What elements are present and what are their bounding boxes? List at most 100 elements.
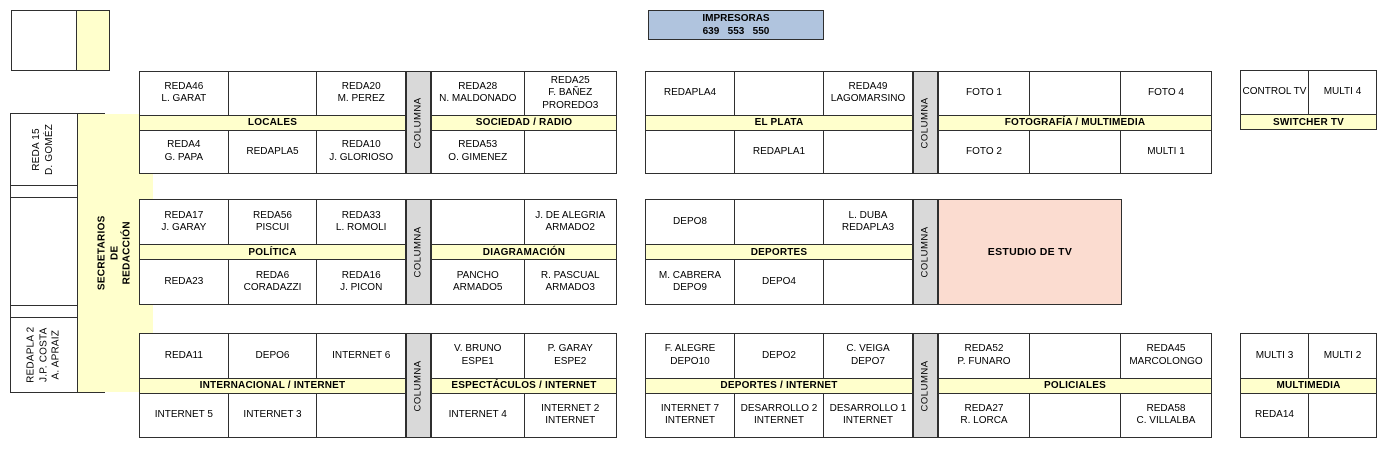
desk-row: DEPO8 L. DUBA REDAPLA3: [646, 200, 912, 244]
left-spacer-bottom: [11, 306, 77, 318]
desk-row: INTERNET 7 INTERNET DESARROLLO 2 INTERNE…: [646, 393, 912, 437]
desk-cell: INTERNET 5: [154, 409, 213, 420]
section-header-internacional-internet: INTERNACIONAL / INTERNET: [140, 377, 405, 394]
desk-cell: [432, 200, 524, 244]
desk-cell: REDA46 L. GARAT: [161, 80, 207, 105]
columna-pillar: COLUMNA: [913, 333, 938, 438]
columna-label: COLUMNA: [412, 96, 424, 149]
secretaries-desk-column: REDA 15 D. GOMÉZ REDAPLA 2 J.P. COSTA A.…: [11, 114, 77, 392]
columna-pillar: COLUMNA: [913, 199, 938, 305]
block-el-plata: REDAPLA4 REDA49 LAGOMARSINO EL PLATA RED…: [645, 71, 913, 174]
printers-box: IMPRESORAS 639 553 550: [648, 10, 824, 40]
tv-studio-label: ESTUDIO DE TV: [987, 246, 1073, 258]
desk-row: REDA52 P. FUNARO REDA45 MARCOLONGO: [939, 334, 1211, 378]
desk-cell: L. DUBA REDAPLA3: [823, 200, 912, 244]
desk-cell: P. GARAY ESPE2: [523, 334, 617, 378]
block-diagramacion: J. DE ALEGRIA ARMADO2 DIAGRAMACIÓN PANCH…: [431, 199, 617, 305]
desk-cell: [1029, 72, 1120, 115]
desk-cell: MULTI 1: [1120, 130, 1211, 173]
desk-cell: [227, 72, 317, 115]
desk-cell: R. PASCUAL ARMADO3: [523, 260, 617, 304]
desk-cell: REDAPLA4: [663, 87, 717, 98]
desk-cell: REDAPLA1: [734, 130, 823, 173]
desk-cell: MULTI 4: [1308, 71, 1376, 114]
desk-cell: REDA52 P. FUNARO: [957, 343, 1011, 367]
desk-cell: REDA17 J. GARAY: [161, 209, 207, 234]
desk-cell: REDA10 J. GLORIOSO: [316, 130, 405, 173]
unlabeled-room-box: [11, 10, 110, 71]
unlabeled-room-yellow-cell: [77, 11, 109, 70]
desk-cell: [1308, 393, 1376, 437]
section-header-fotografia-multimedia: FOTOGRAFÍA / MULTIMEDIA: [939, 114, 1211, 131]
columna-label: COLUMNA: [412, 359, 424, 412]
block-sociedad-radio: REDA28 N. MALDONADO REDA25 F. BAÑEZ PROR…: [431, 71, 617, 174]
section-header-policiales: POLICIALES: [939, 377, 1211, 394]
desk-cell: MULTI 3: [1255, 349, 1294, 361]
desk-cell: M. CABRERA DEPO9: [658, 269, 722, 294]
secretaries-strip-label: SECRETARIOS DE REDACCIÓN: [96, 215, 133, 291]
desk-cell: REDA33 L. ROMOLI: [316, 200, 405, 244]
desk-cell: REDA27 R. LORCA: [960, 402, 1008, 427]
block-politica: REDA17 J. GARAY REDA56 PISCUI REDA33 L. …: [139, 199, 406, 305]
desk-cell: REDA11: [164, 349, 203, 361]
desk-cell: [646, 131, 734, 174]
desk-cell: MULTI 2: [1308, 334, 1376, 378]
desk-reda15-label: REDA 15 D. GOMÉZ: [31, 123, 55, 176]
desk-cell: FOTO 1: [966, 87, 1002, 98]
desk-cell: C. VEIGA DEPO7: [823, 334, 912, 378]
desk-cell: REDA56 PISCUI: [227, 200, 317, 244]
desk-cell: REDA14: [1255, 409, 1294, 420]
desk-row: MULTI 3 MULTI 2: [1241, 334, 1376, 378]
desk-row: REDAPLA1: [646, 130, 912, 174]
desk-cell: [734, 72, 823, 115]
tv-studio-box: ESTUDIO DE TV: [938, 199, 1122, 305]
section-header-switcher-tv: SWITCHER TV: [1241, 114, 1376, 129]
secretaries-panel: REDA 15 D. GOMÉZ REDAPLA 2 J.P. COSTA A.…: [10, 113, 153, 393]
desk-row: REDA53 O. GIMENEZ: [432, 130, 616, 173]
columna-pillar: COLUMNA: [913, 71, 938, 174]
block-locales: REDA46 L. GARAT REDA20 M. PEREZ LOCALES …: [139, 71, 406, 174]
desk-cell: DESARROLLO 1 INTERNET: [823, 393, 912, 437]
desk-cell: REDA58 C. VILLALBA: [1120, 393, 1211, 437]
desk-row: REDA14: [1241, 393, 1376, 437]
desk-cell: REDA45 MARCOLONGO: [1120, 334, 1211, 378]
section-header-multimedia: MULTIMEDIA: [1241, 377, 1376, 394]
desk-cell: REDA4 G. PAPA: [164, 139, 204, 163]
desk-cell: REDA28 N. MALDONADO: [439, 80, 517, 105]
desk-cell: INTERNET 3: [227, 393, 317, 437]
desk-cell: [1029, 334, 1120, 378]
desk-row: CONTROL TV MULTI 4: [1241, 71, 1376, 114]
columna-pillar: COLUMNA: [406, 199, 431, 305]
columna-label: COLUMNA: [412, 226, 424, 278]
columna-label: COLUMNA: [919, 96, 931, 149]
desk-cell: REDA53 O. GIMENEZ: [448, 139, 508, 163]
desk-row: INTERNET 4 INTERNET 2 INTERNET: [432, 393, 616, 437]
section-header-diagramacion: DIAGRAMACIÓN: [432, 244, 616, 260]
desk-cell: REDAPLA5: [227, 130, 317, 173]
desk-row: REDAPLA4 REDA49 LAGOMARSINO: [646, 72, 912, 115]
section-header-deportes: DEPORTES: [646, 244, 912, 260]
desk-cell: [823, 130, 912, 173]
desk-row: FOTO 1 FOTO 4: [939, 72, 1211, 115]
desk-cell: DEPO8: [673, 215, 707, 227]
desk-row: REDA46 L. GARAT REDA20 M. PEREZ: [140, 72, 405, 115]
section-header-deportes-internet: DEPORTES / INTERNET: [646, 377, 912, 394]
desk-cell: PANCHO ARMADO5: [453, 269, 503, 294]
desk-row: REDA17 J. GARAY REDA56 PISCUI REDA33 L. …: [140, 200, 405, 244]
desk-row: INTERNET 5 INTERNET 3: [140, 393, 405, 437]
desk-cell: INTERNET 7 INTERNET: [660, 402, 720, 427]
section-header-locales: LOCALES: [140, 114, 405, 131]
columna-pillar: COLUMNA: [406, 71, 431, 174]
desk-cell: INTERNET 4: [448, 409, 507, 420]
unlabeled-room-white-cell: [12, 11, 77, 70]
columna-label: COLUMNA: [919, 226, 931, 278]
desk-row: M. CABRERA DEPO9 DEPO4: [646, 260, 912, 304]
desk-cell: REDA20 M. PEREZ: [316, 72, 405, 115]
left-spacer-top: [11, 186, 77, 198]
desk-cell: FOTO 2: [966, 145, 1002, 157]
desk-row: REDA27 R. LORCA REDA58 C. VILLALBA: [939, 393, 1211, 437]
desk-redapla2: REDAPLA 2 J.P. COSTA A. APRAIZ: [11, 318, 77, 392]
desk-cell: J. DE ALEGRIA ARMADO2: [523, 200, 617, 244]
desk-row: REDA4 G. PAPA REDAPLA5 REDA10 J. GLORIOS…: [140, 130, 405, 173]
